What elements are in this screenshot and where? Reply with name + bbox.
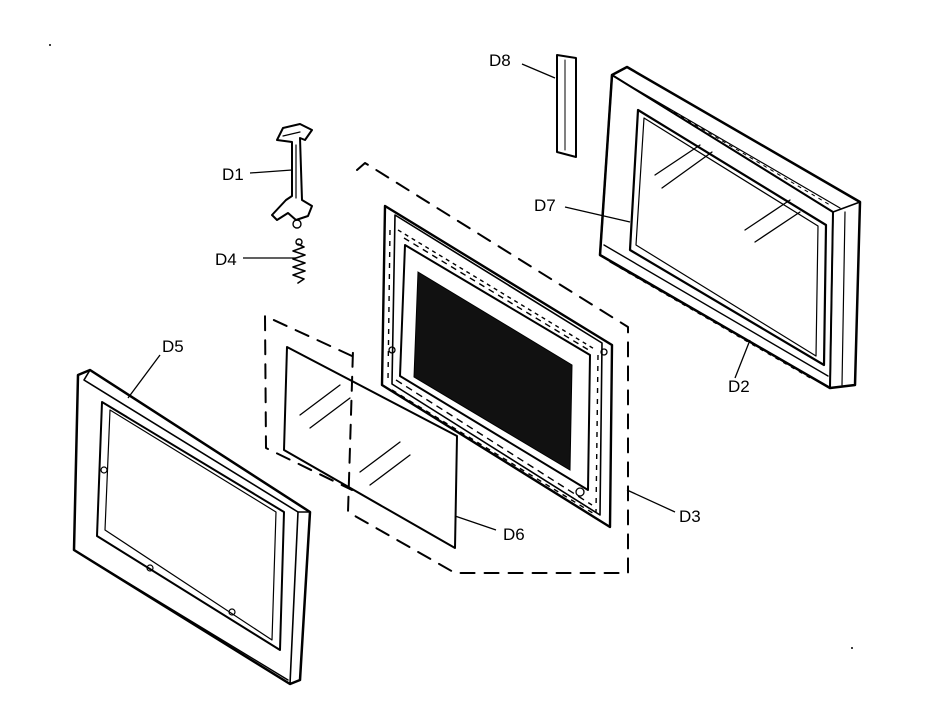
label-d8: D8 bbox=[489, 51, 511, 70]
part-d3-inner-panel bbox=[347, 162, 629, 574]
leader-d3 bbox=[626, 489, 676, 513]
speck bbox=[49, 44, 51, 46]
label-d5: D5 bbox=[162, 337, 184, 356]
label-d2: D2 bbox=[728, 377, 750, 396]
leader-d2 bbox=[734, 339, 751, 379]
label-d4: D4 bbox=[215, 250, 237, 269]
leader-d6 bbox=[454, 515, 497, 531]
part-d2-door-frame bbox=[598, 65, 862, 390]
part-d8-strip bbox=[556, 54, 577, 158]
leader-d5 bbox=[127, 354, 161, 399]
part-d1-latch bbox=[271, 123, 313, 229]
label-d6: D6 bbox=[503, 525, 525, 544]
label-d7: D7 bbox=[534, 196, 556, 215]
leader-d1 bbox=[249, 169, 293, 174]
label-d3: D3 bbox=[679, 507, 701, 526]
part-d4-spring bbox=[292, 238, 306, 284]
speck bbox=[851, 647, 853, 649]
part-labels: D1 D4 D5 D6 D3 D2 D7 D8 bbox=[162, 51, 750, 544]
part-d5-outer-frame bbox=[72, 368, 312, 686]
leader-d7 bbox=[564, 206, 631, 223]
part-d6-glass bbox=[264, 315, 458, 549]
leader-d8 bbox=[521, 63, 556, 79]
leader-lines bbox=[127, 63, 751, 531]
label-d1: D1 bbox=[222, 165, 244, 184]
